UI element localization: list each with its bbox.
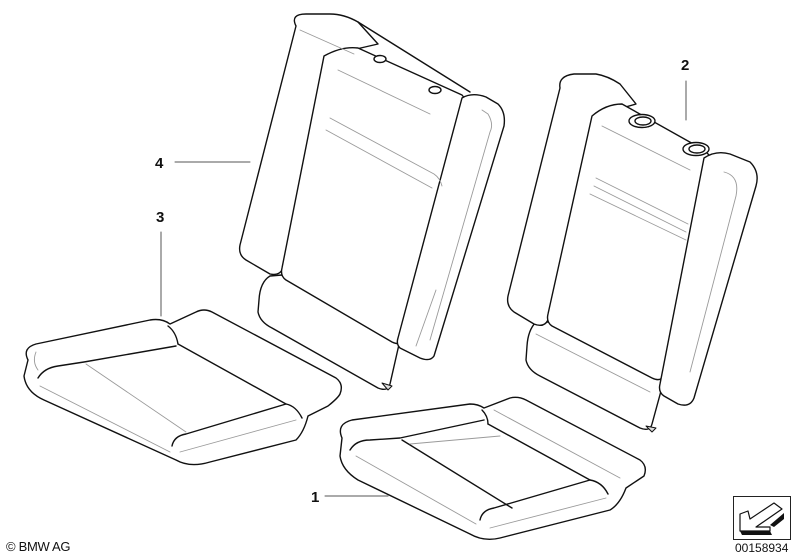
part-label-3[interactable]: 3 bbox=[156, 209, 165, 226]
backrest-left[interactable] bbox=[238, 13, 506, 391]
seat-right-details bbox=[355, 409, 621, 529]
seat-cushion-left[interactable] bbox=[23, 309, 343, 466]
backrest-right-details bbox=[535, 125, 738, 393]
part-label-2[interactable]: 2 bbox=[681, 57, 690, 74]
part-label-1[interactable]: 1 bbox=[311, 489, 320, 506]
backrest-left-details bbox=[299, 29, 493, 347]
seat-cushion-right[interactable] bbox=[339, 396, 647, 541]
copyright-text: © BMW AG bbox=[6, 539, 71, 554]
part-label-4[interactable]: 4 bbox=[155, 155, 164, 172]
navigation-button[interactable] bbox=[733, 496, 791, 540]
arrow-down-left-icon bbox=[739, 502, 784, 535]
leader-lines bbox=[160, 80, 687, 497]
backrest-right[interactable] bbox=[506, 73, 758, 431]
seat-left-details bbox=[33, 351, 297, 453]
diagram-id: 00158934 bbox=[735, 541, 789, 555]
